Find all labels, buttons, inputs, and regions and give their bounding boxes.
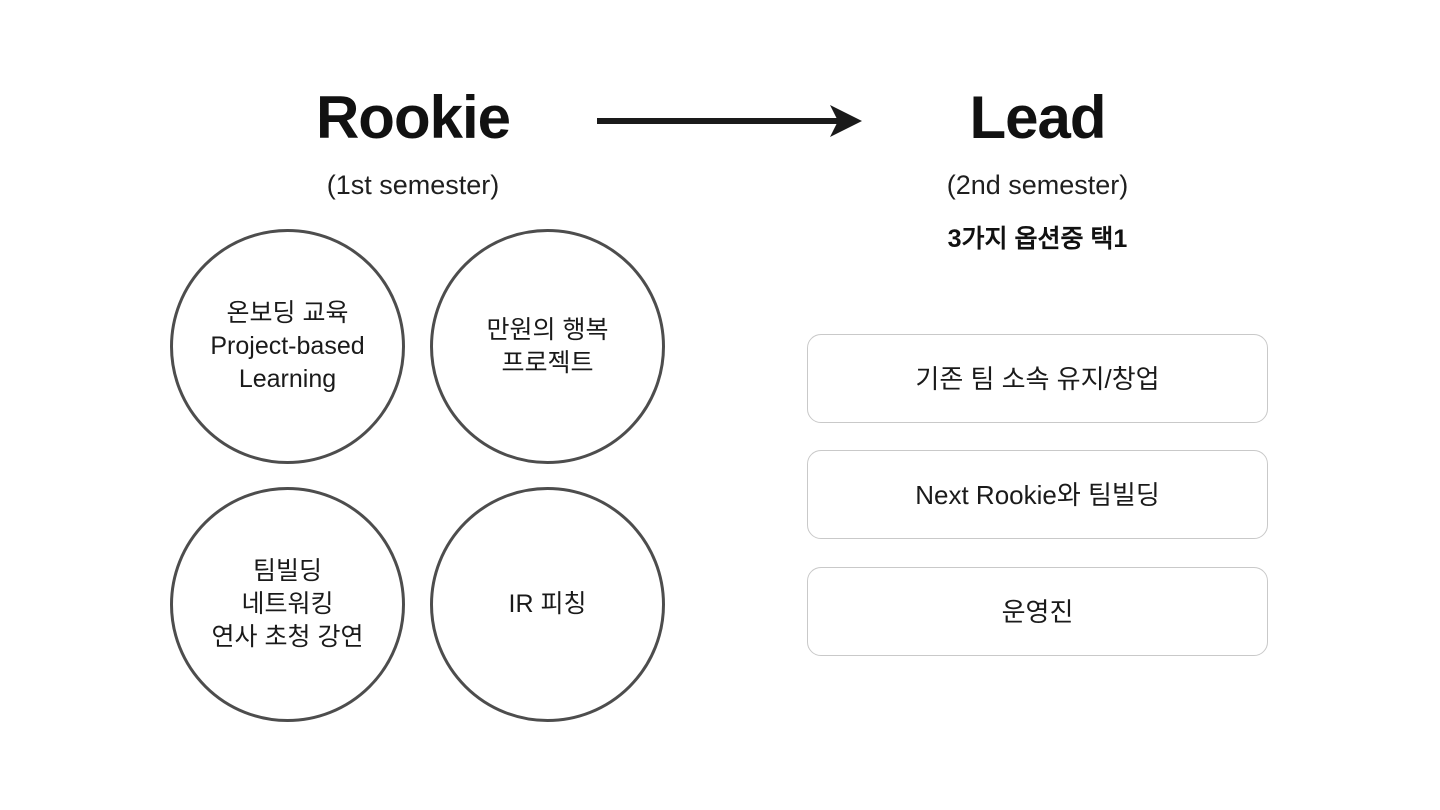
activity-circle[interactable]: 만원의 행복 프로젝트 — [430, 229, 665, 464]
lead-subtitle: (2nd semester) — [946, 170, 1129, 200]
activity-circle-label: IR 피칭 — [508, 590, 587, 618]
activity-circle[interactable]: 팀빌딩 네트워킹 연사 초청 강연 — [170, 487, 405, 722]
activity-circle-label: 팀빌딩 네트워킹 연사 초청 강연 — [211, 557, 364, 651]
arrow-right-icon — [590, 100, 870, 142]
arrow-right-svg — [597, 105, 862, 137]
rookie-title: Rookie — [315, 84, 511, 151]
option-box-label: Next Rookie와 팀빌딩 — [915, 479, 1160, 510]
lead-title: Lead — [969, 84, 1106, 151]
activity-circle-label: 만원의 행복 프로젝트 — [486, 315, 609, 377]
option-box-label: 기존 팀 소속 유지/창업 — [915, 363, 1160, 394]
option-box[interactable]: 기존 팀 소속 유지/창업 — [807, 334, 1268, 423]
lead-option-note: 3가지 옵션중 택1 — [947, 225, 1128, 253]
activity-circle[interactable]: 온보딩 교육 Project-based Learning — [170, 229, 405, 464]
activity-circle-label: 온보딩 교육 Project-based Learning — [210, 299, 365, 393]
activity-circle[interactable]: IR 피칭 — [430, 487, 665, 722]
option-box[interactable]: 운영진 — [807, 567, 1268, 656]
rookie-subtitle: (1st semester) — [326, 170, 500, 200]
option-box-label: 운영진 — [1001, 596, 1074, 627]
option-box[interactable]: Next Rookie와 팀빌딩 — [807, 450, 1268, 539]
